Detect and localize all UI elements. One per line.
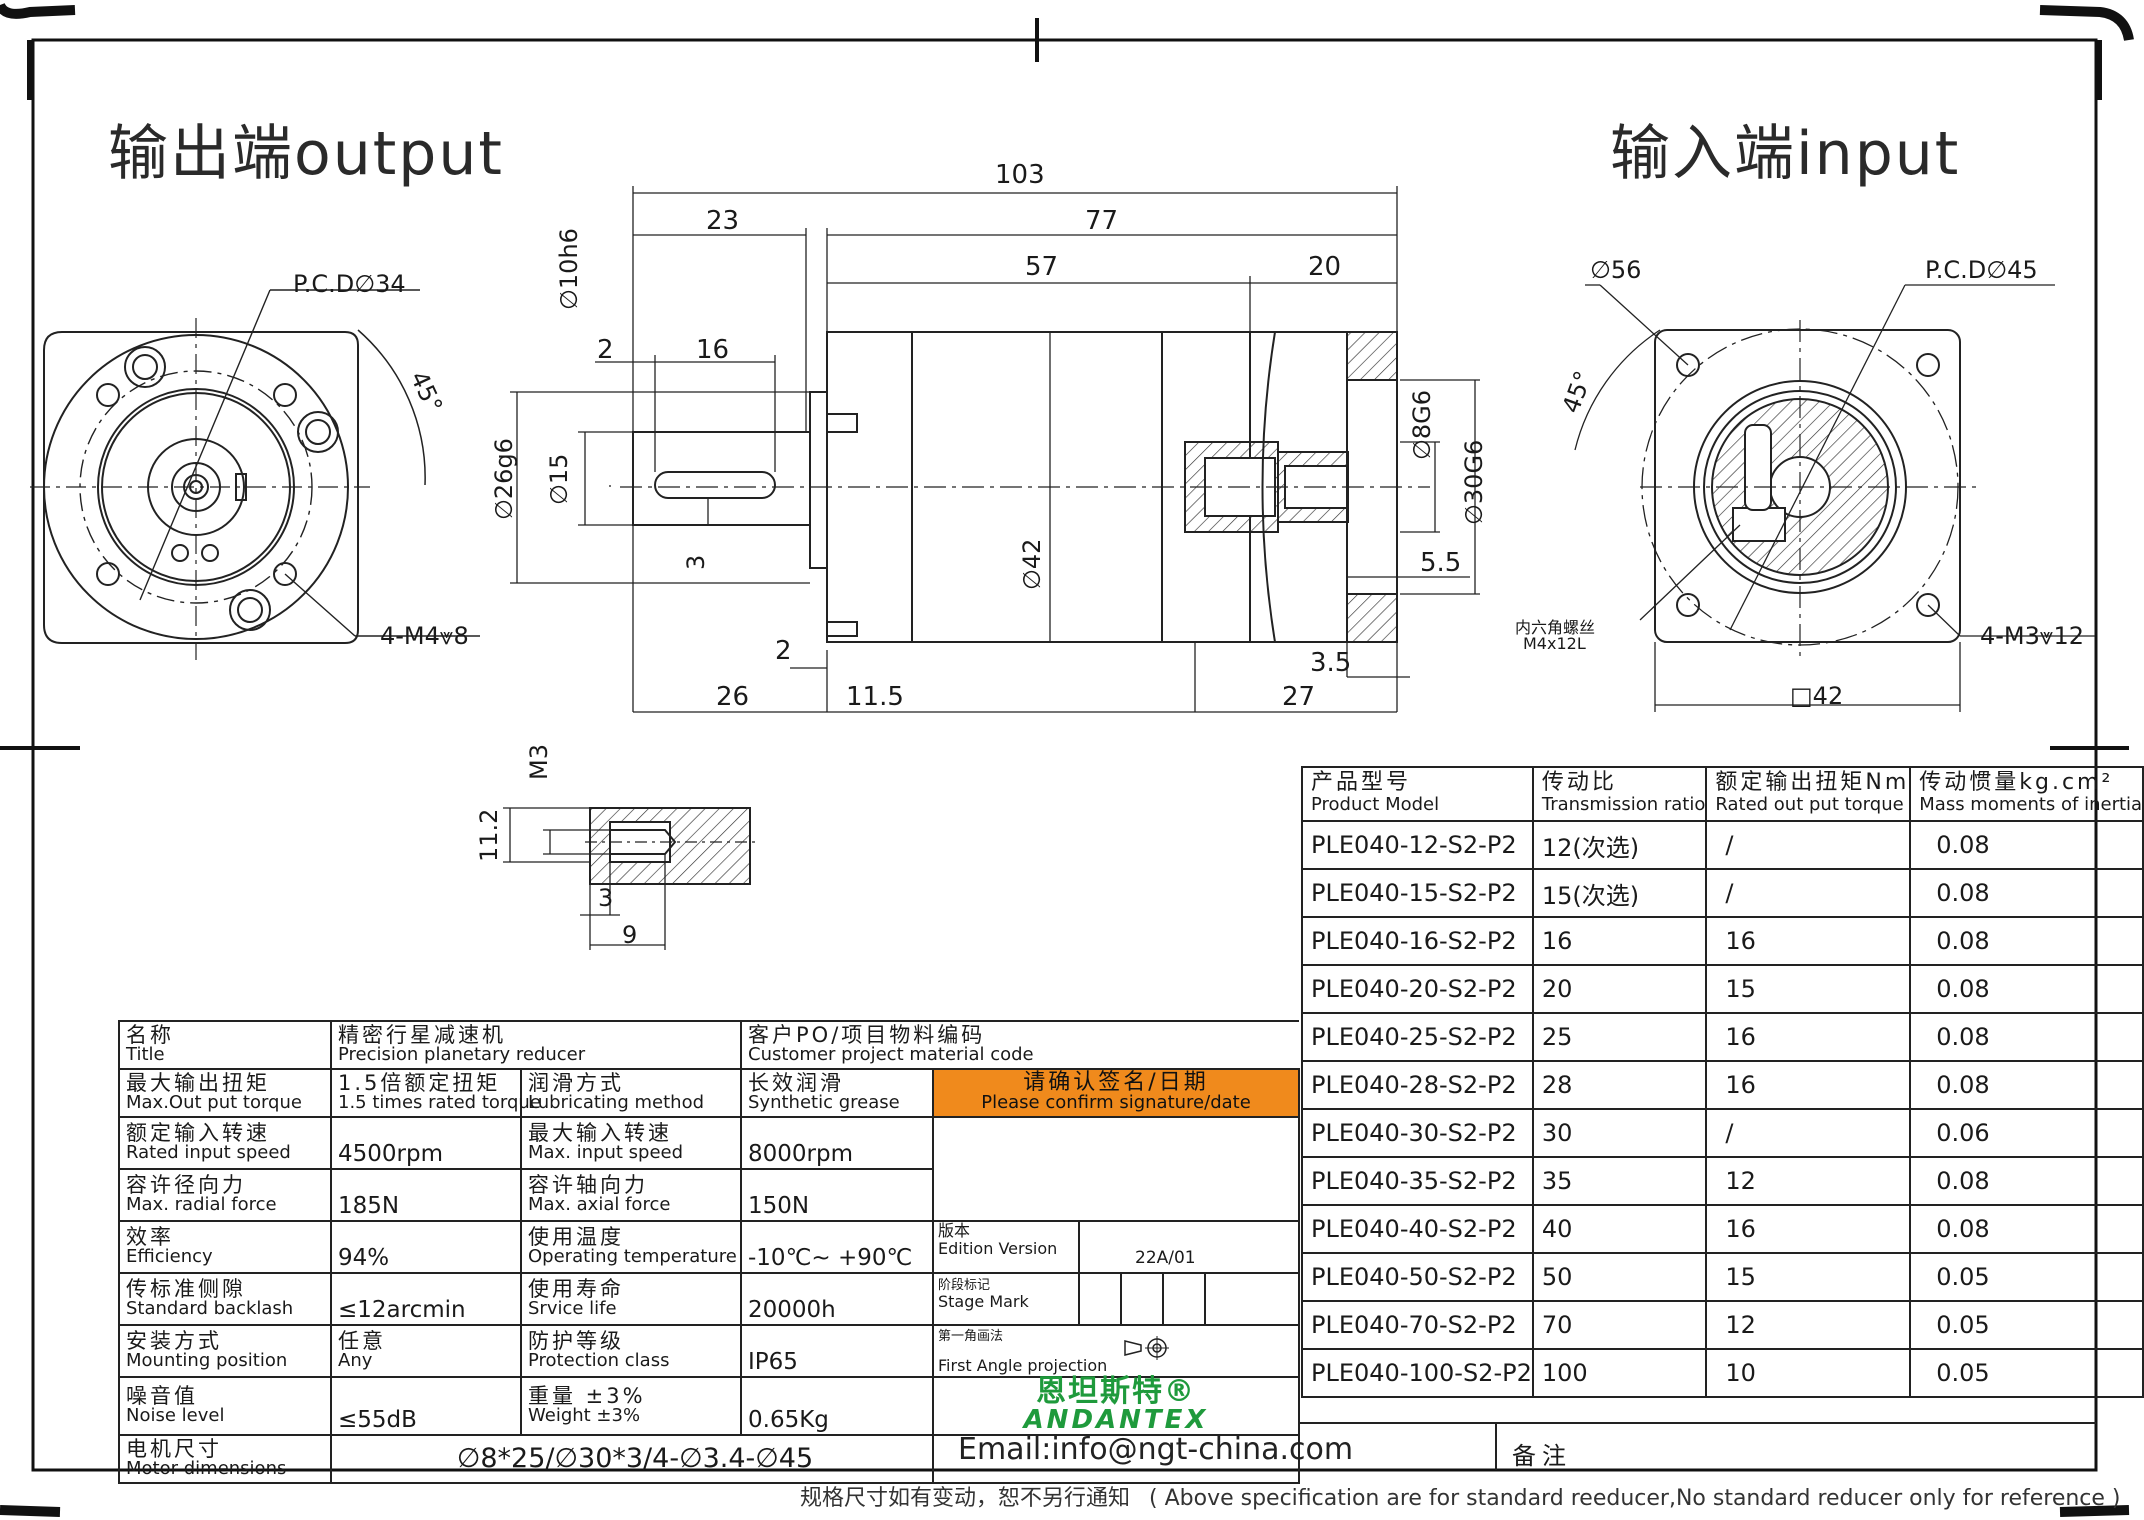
contact-email[interactable]: Email:info@ngt-china.com (958, 1432, 1354, 1467)
tapped-hole-detail (503, 807, 760, 950)
input-title: 输入端input (1610, 119, 1961, 189)
dim-16: 16 (696, 335, 730, 365)
hex-screw-en: M4x12L (1523, 634, 1586, 653)
projection-cell: 第一角画法 First Angle projection (931, 1324, 1301, 1378)
dim-26g6: ∅26g6 (490, 438, 518, 520)
brand-logo: 恩坦斯特® ANDANTEX (931, 1376, 1301, 1436)
dim-26: 26 (716, 682, 750, 712)
dim-8g6: ∅8G6 (1408, 389, 1436, 460)
signature-area[interactable] (931, 1116, 1301, 1221)
hex-screw-zh: 内六角螺丝 (1515, 618, 1596, 637)
output-end-view (30, 289, 480, 660)
first-angle-projection-icon (1124, 1335, 1170, 1360)
dim-77: 77 (1085, 206, 1119, 236)
dim-2-top: 2 (597, 335, 614, 365)
dim-42: ∅42 (1018, 538, 1046, 590)
remark-divider (1495, 1422, 1497, 1470)
dim-3-5: 3.5 (1310, 648, 1352, 678)
dim-2-bottom: 2 (775, 636, 792, 666)
side-view (510, 186, 1480, 713)
dim-3: 3 (682, 554, 710, 570)
dim-15: ∅15 (545, 453, 573, 505)
tap-m3: M3 (525, 744, 553, 780)
dim-30g6: ∅30G6 (1460, 439, 1488, 525)
dim-11-2: 11.2 (475, 808, 503, 862)
pcd-34: P.C.D∅34 (293, 270, 406, 298)
square-42: □42 (1790, 682, 1844, 710)
diameter-56: ∅56 (1590, 256, 1642, 284)
dim-103: 103 (995, 160, 1045, 190)
dim-10h6: ∅10h6 (555, 228, 583, 310)
thread-m4: 4-M4⩔8 (380, 622, 469, 650)
footer-note: 规格尺寸如有变动，恕不另行通知 ( Above specification ar… (800, 1486, 2121, 1511)
bottom-rule (1298, 1422, 2096, 1424)
thread-m3: 4-M3⩔12 (1980, 622, 2084, 650)
dim-27: 27 (1282, 682, 1316, 712)
output-title: 输出端output (108, 119, 504, 189)
remark-label: 备注 (1512, 1442, 1572, 1470)
dim-11-5: 11.5 (846, 682, 904, 712)
dim-20: 20 (1308, 252, 1342, 282)
dim-9: 9 (622, 921, 638, 949)
dim-23: 23 (706, 206, 740, 236)
dim-3-detail: 3 (598, 884, 614, 912)
dim-57: 57 (1025, 252, 1059, 282)
pcd-45: P.C.D∅45 (1925, 256, 2038, 284)
input-end-view (1574, 284, 2095, 712)
dim-5-5: 5.5 (1420, 548, 1462, 578)
